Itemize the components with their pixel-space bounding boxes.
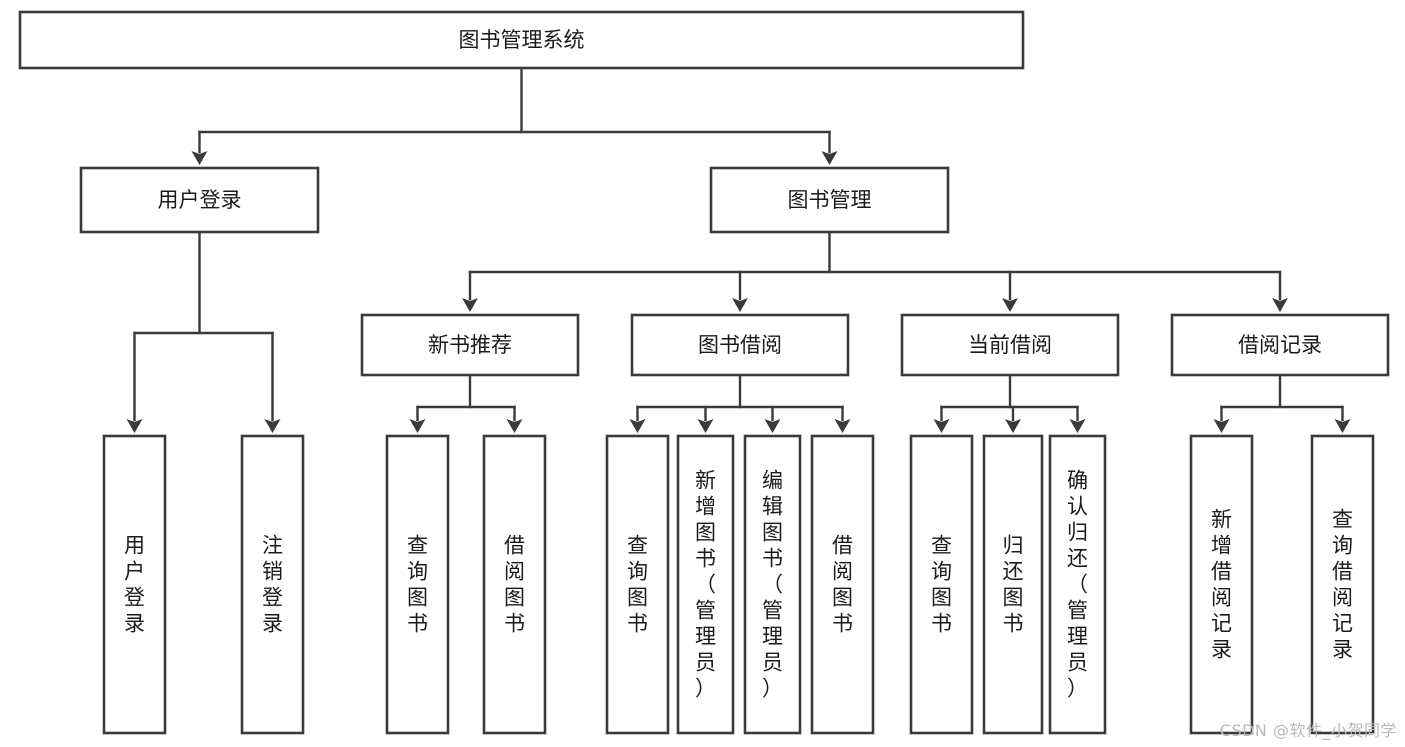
node-leaf-query-book-2-rect[interactable] xyxy=(605,434,670,735)
node-book-borrow-label: 图书借阅 xyxy=(698,333,782,357)
node-leaf-confirm-return-rect[interactable] xyxy=(1048,434,1107,735)
node-leaf-query-book-2[interactable]: 查询图书 xyxy=(605,434,670,735)
node-leaf-query-book-1-rect[interactable] xyxy=(385,434,450,735)
node-leaf-user-login-label: 用户登录 xyxy=(124,534,145,636)
node-leaf-add-book[interactable]: 新增图书（管理员） xyxy=(676,434,735,735)
node-root[interactable]: 图书管理系统 xyxy=(18,10,1025,70)
node-leaf-borrow-book-1-label: 借阅图书 xyxy=(504,534,525,636)
node-leaf-add-book-rect[interactable] xyxy=(676,434,735,735)
node-new-book-rec[interactable]: 新书推荐 xyxy=(360,313,580,377)
node-leaf-add-record-rect[interactable] xyxy=(1189,434,1254,735)
connector-lines xyxy=(126,66,1351,433)
node-user-login[interactable]: 用户登录 xyxy=(79,166,320,234)
node-leaf-edit-book-label: 编辑图书（管理员） xyxy=(762,469,783,701)
node-leaf-user-login[interactable]: 用户登录 xyxy=(102,434,167,735)
node-leaf-borrow-book-1[interactable]: 借阅图书 xyxy=(482,434,547,735)
node-borrow-record-label: 借阅记录 xyxy=(1238,333,1322,357)
node-leaf-user-login-rect[interactable] xyxy=(102,434,167,735)
node-current-borrow-label: 当前借阅 xyxy=(968,333,1052,357)
node-borrow-record-rect[interactable] xyxy=(1170,313,1390,377)
node-leaf-confirm-return[interactable]: 确认归还（管理员） xyxy=(1048,434,1107,735)
csdn-watermark: CSDN @软件_小贺同学 xyxy=(1219,721,1397,740)
node-leaf-borrow-book-2-label: 借阅图书 xyxy=(832,534,853,636)
node-new-book-rec-label: 新书推荐 xyxy=(428,333,512,357)
node-root-rect[interactable] xyxy=(18,10,1025,70)
node-root-label: 图书管理系统 xyxy=(459,28,585,52)
node-leaf-edit-book[interactable]: 编辑图书（管理员） xyxy=(743,434,802,735)
node-leaf-logout-rect[interactable] xyxy=(240,434,305,735)
node-current-borrow-rect[interactable] xyxy=(900,313,1120,377)
node-leaf-borrow-book-1-rect[interactable] xyxy=(482,434,547,735)
node-new-book-rec-rect[interactable] xyxy=(360,313,580,377)
node-leaf-return-book-label: 归还图书 xyxy=(1003,534,1024,636)
node-leaf-query-book-3-label: 查询图书 xyxy=(931,534,952,636)
node-leaf-confirm-return-label: 确认归还（管理员） xyxy=(1067,469,1088,701)
node-leaf-query-book-3-rect[interactable] xyxy=(909,434,974,735)
node-leaf-return-book[interactable]: 归还图书 xyxy=(982,434,1044,735)
node-leaf-query-record[interactable]: 查询借阅记录 xyxy=(1310,434,1375,735)
node-leaf-add-record-label: 新增借阅记录 xyxy=(1211,508,1232,662)
node-leaf-return-book-rect[interactable] xyxy=(982,434,1044,735)
node-leaf-query-book-3[interactable]: 查询图书 xyxy=(909,434,974,735)
node-leaf-borrow-book-2[interactable]: 借阅图书 xyxy=(810,434,875,735)
node-leaf-logout-label: 注销登录 xyxy=(262,534,283,636)
node-current-borrow[interactable]: 当前借阅 xyxy=(900,313,1120,377)
node-book-manage-label: 图书管理 xyxy=(788,188,872,212)
node-leaf-query-book-1-label: 查询图书 xyxy=(407,534,428,636)
node-leaf-query-book-1[interactable]: 查询图书 xyxy=(385,434,450,735)
node-book-borrow[interactable]: 图书借阅 xyxy=(630,313,850,377)
node-leaf-add-book-label: 新增图书（管理员） xyxy=(695,469,716,701)
node-boxes: 图书管理系统用户登录图书管理新书推荐图书借阅当前借阅借阅记录用户登录注销登录查询… xyxy=(18,10,1390,735)
node-leaf-logout[interactable]: 注销登录 xyxy=(240,434,305,735)
node-book-borrow-rect[interactable] xyxy=(630,313,850,377)
node-user-login-rect[interactable] xyxy=(79,166,320,234)
node-leaf-query-book-2-label: 查询图书 xyxy=(627,534,648,636)
node-user-login-label: 用户登录 xyxy=(158,188,242,212)
node-borrow-record[interactable]: 借阅记录 xyxy=(1170,313,1390,377)
node-leaf-query-record-rect[interactable] xyxy=(1310,434,1375,735)
node-book-manage[interactable]: 图书管理 xyxy=(709,166,950,234)
node-leaf-add-record[interactable]: 新增借阅记录 xyxy=(1189,434,1254,735)
node-leaf-query-record-label: 查询借阅记录 xyxy=(1332,508,1353,662)
node-book-manage-rect[interactable] xyxy=(709,166,950,234)
node-leaf-borrow-book-2-rect[interactable] xyxy=(810,434,875,735)
node-leaf-edit-book-rect[interactable] xyxy=(743,434,802,735)
